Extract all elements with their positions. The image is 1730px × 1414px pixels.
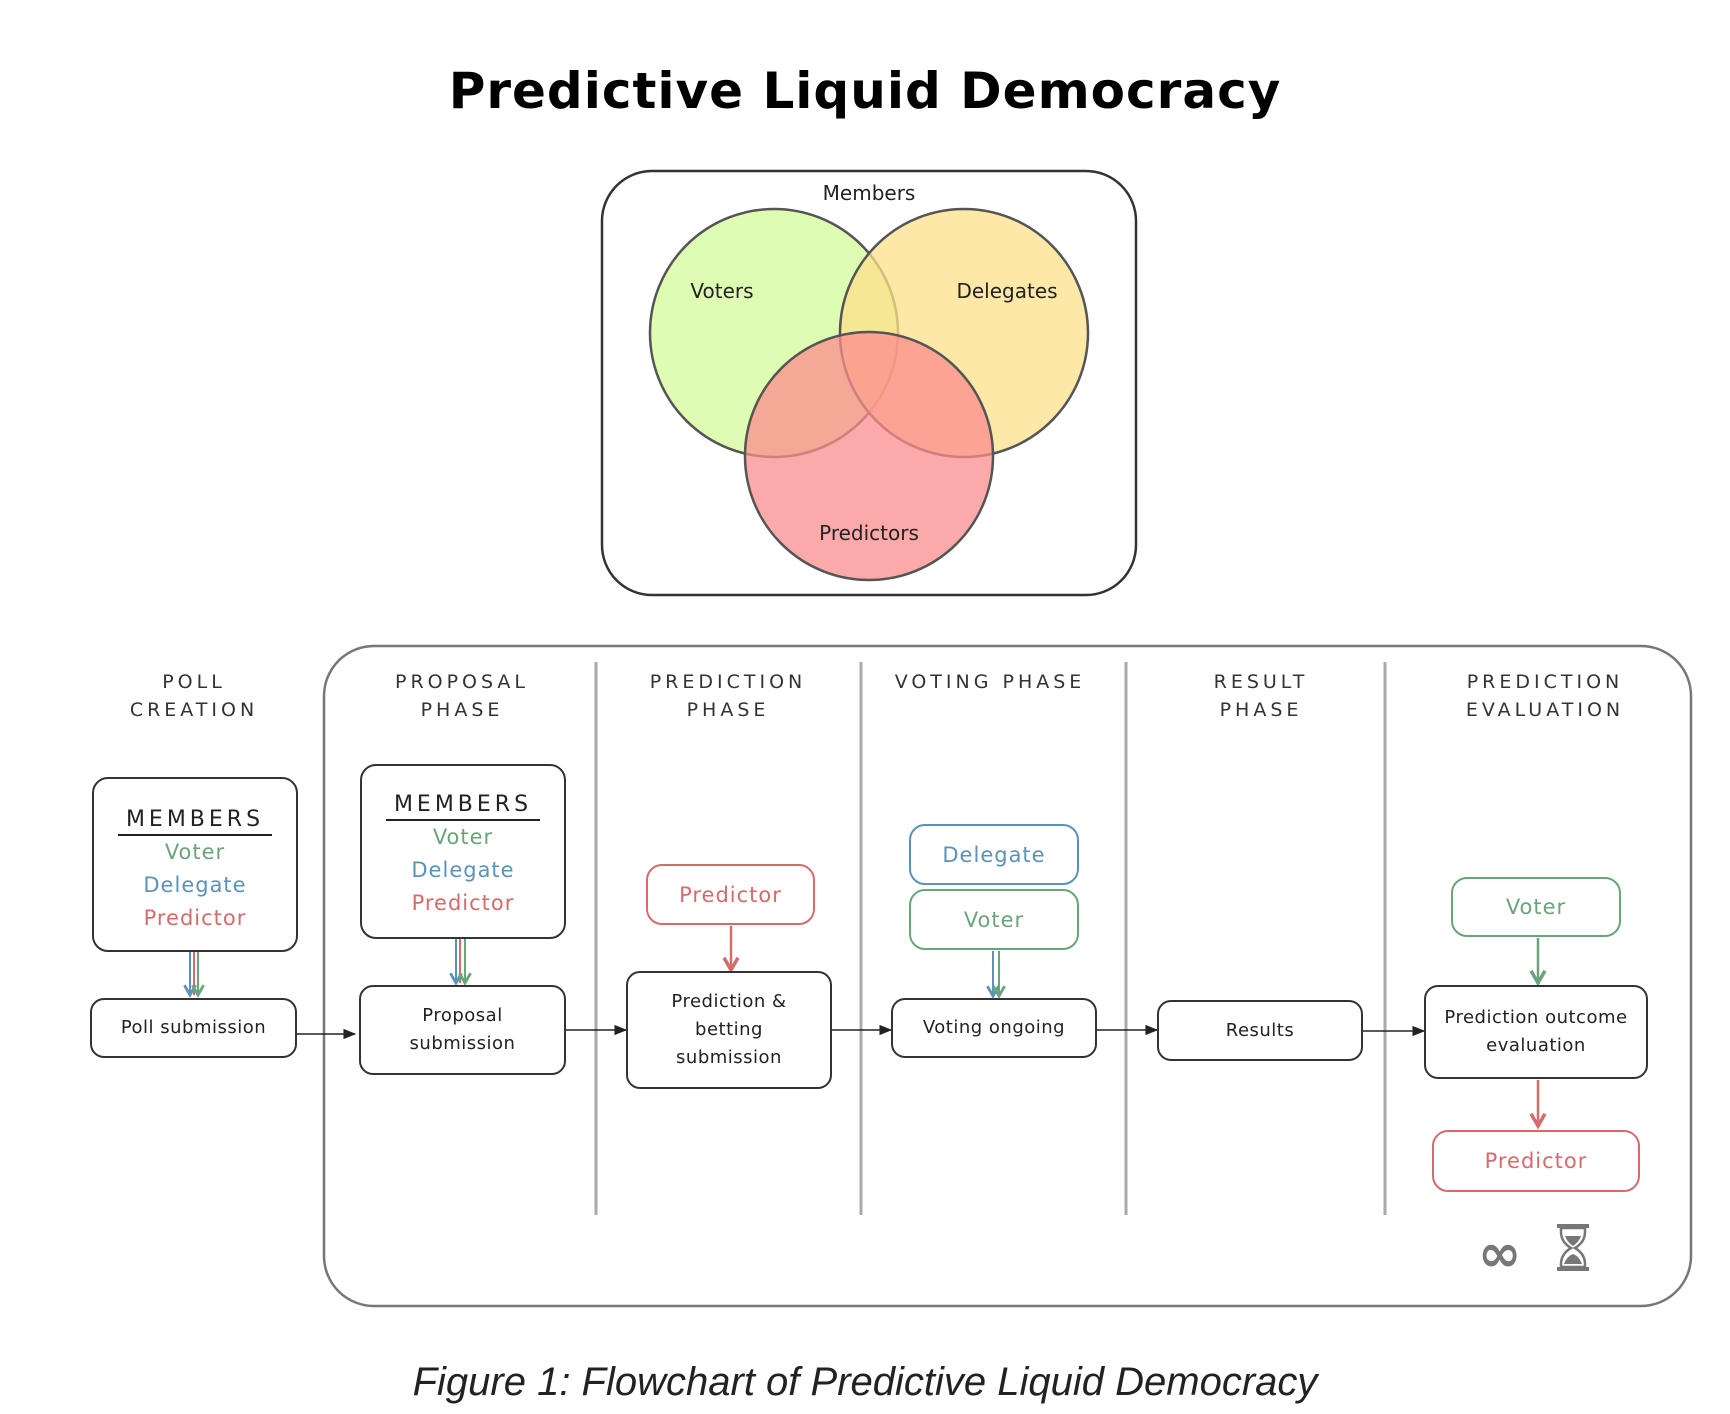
- member-voter: Voter: [164, 840, 226, 864]
- phase-header-result: RESULT PHASE: [1141, 668, 1381, 724]
- member-predictor: Predictor: [143, 906, 247, 930]
- phase-header-line: PHASE: [686, 699, 770, 721]
- phase-header-line: PREDICTION: [1466, 671, 1624, 693]
- step-results: Results: [1157, 1000, 1363, 1061]
- venn-circle-predictors: [743, 330, 995, 582]
- venn-members-label: Members: [823, 181, 916, 205]
- member-predictor: Predictor: [411, 891, 515, 915]
- step-proposal-submission: Proposal submission: [359, 985, 566, 1075]
- phase-header-poll-creation: POLL CREATION: [74, 668, 314, 724]
- phase-header-line: PROPOSAL: [394, 671, 530, 693]
- phase-header-line: POLL: [162, 671, 226, 693]
- hourglass-icon: [1557, 1224, 1589, 1271]
- step-poll-submission: Poll submission: [90, 998, 297, 1058]
- step-label: Poll submission: [120, 1017, 267, 1038]
- phase-header-line: PHASE: [1219, 699, 1303, 721]
- venn-diagram: [648, 207, 1090, 582]
- diagram-title: Predictive Liquid Democracy: [448, 62, 1282, 120]
- members-heading: MEMBERS: [117, 807, 273, 836]
- step-label: betting: [695, 1019, 763, 1040]
- role-delegate-voting-phase: Delegate: [909, 824, 1079, 885]
- role-predictor-prediction-phase: Predictor: [646, 864, 815, 925]
- phase-header-line: CREATION: [129, 699, 259, 721]
- step-label: Results: [1225, 1019, 1295, 1041]
- member-delegate: Delegate: [143, 873, 247, 897]
- role-predictor-evaluation: Predictor: [1432, 1130, 1640, 1192]
- phase-header-prediction-evaluation: PREDICTION EVALUATION: [1425, 668, 1665, 724]
- members-box-poll: MEMBERS Voter Delegate Predictor: [92, 777, 298, 952]
- phase-header-prediction: PREDICTION PHASE: [608, 668, 848, 724]
- step-label: Prediction &: [671, 991, 787, 1012]
- step-label: evaluation: [1486, 1035, 1586, 1056]
- phase-header-line: RESULT: [1213, 671, 1309, 693]
- role-voter-voting-phase: Voter: [909, 889, 1079, 950]
- phase-header-line: EVALUATION: [1465, 699, 1625, 721]
- infinity-icon: ∞: [1478, 1224, 1522, 1284]
- phase-header-voting: VOTING PHASE: [870, 668, 1110, 696]
- figure-caption: Figure 1: Flowchart of Predictive Liquid…: [412, 1360, 1318, 1404]
- phase-header-line: VOTING PHASE: [894, 671, 1086, 693]
- step-label: submission: [409, 1033, 516, 1054]
- member-delegate: Delegate: [411, 858, 515, 882]
- step-voting-ongoing: Voting ongoing: [891, 998, 1097, 1058]
- venn-predictors-label: Predictors: [819, 521, 919, 545]
- venn-voters-label: Voters: [690, 279, 753, 303]
- members-box-proposal: MEMBERS Voter Delegate Predictor: [360, 764, 566, 939]
- venn-delegates-label: Delegates: [956, 279, 1057, 303]
- member-voter: Voter: [432, 825, 494, 849]
- step-label: Proposal: [422, 1005, 503, 1026]
- step-label: Voting ongoing: [922, 1017, 1066, 1038]
- members-heading: MEMBERS: [385, 792, 541, 821]
- phase-header-line: PHASE: [420, 699, 504, 721]
- step-prediction-betting-submission: Prediction & betting submission: [626, 971, 832, 1089]
- step-prediction-outcome-evaluation: Prediction outcome evaluation: [1424, 985, 1648, 1079]
- phase-header-line: PREDICTION: [649, 671, 807, 693]
- phase-header-proposal: PROPOSAL PHASE: [342, 668, 582, 724]
- step-label: submission: [676, 1047, 782, 1068]
- role-voter-evaluation: Voter: [1451, 877, 1621, 937]
- step-label: Prediction outcome: [1444, 1007, 1628, 1028]
- flow-container: [322, 644, 1693, 1308]
